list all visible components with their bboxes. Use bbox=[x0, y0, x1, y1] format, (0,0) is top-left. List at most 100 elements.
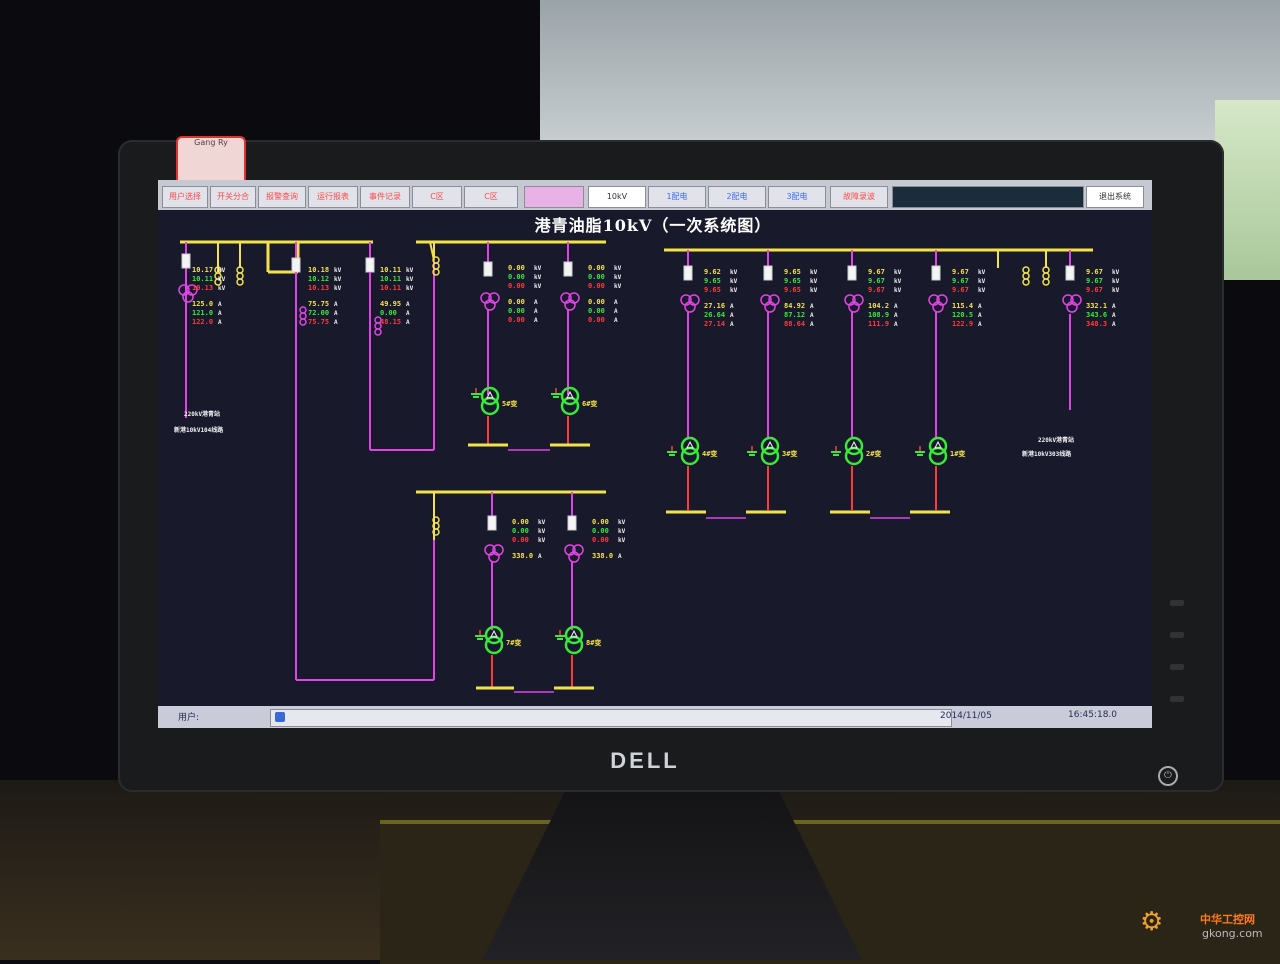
current-value: 0.00 bbox=[508, 316, 525, 324]
voltage-value: 10.11 bbox=[380, 266, 401, 274]
unit-label: kV bbox=[618, 519, 626, 526]
voltage-value: 10.18 bbox=[308, 266, 329, 274]
breaker bbox=[487, 515, 497, 531]
transformer-coil bbox=[564, 635, 584, 655]
menu-button[interactable]: C区 bbox=[464, 186, 518, 208]
transformer-coil bbox=[484, 625, 504, 645]
unit-label: kV bbox=[894, 287, 902, 294]
transformer-symbol bbox=[766, 440, 774, 449]
menu-button[interactable] bbox=[892, 186, 1084, 208]
pt-coil bbox=[1022, 272, 1030, 280]
menu-button[interactable] bbox=[524, 186, 584, 208]
current-value: 348.3 bbox=[1086, 320, 1107, 328]
voltage-value: 10.11 bbox=[192, 275, 213, 283]
current-value: 122.9 bbox=[952, 320, 973, 328]
menu-button[interactable]: 运行报表 bbox=[308, 186, 358, 208]
unit-label: kV bbox=[334, 285, 342, 292]
incoming-label: 新港10kV303线路 bbox=[1022, 450, 1072, 458]
transformer-coil bbox=[844, 436, 864, 456]
voltage-value: 0.00 bbox=[592, 536, 609, 544]
current-value: 49.95 bbox=[380, 300, 401, 308]
voltage-value: 9.67 bbox=[952, 268, 969, 276]
voltage-value: 0.00 bbox=[588, 273, 605, 281]
ct-coil bbox=[764, 301, 776, 313]
unit-label: A bbox=[978, 321, 982, 328]
ct-coil bbox=[299, 318, 307, 326]
unit-label: A bbox=[978, 303, 982, 310]
monitor-button[interactable] bbox=[1170, 600, 1184, 606]
current-value: 48.15 bbox=[380, 318, 401, 326]
unit-label: kV bbox=[334, 276, 342, 283]
current-value: 0.00 bbox=[588, 316, 605, 324]
voltage-value: 0.00 bbox=[588, 264, 605, 272]
menu-button[interactable]: 事件记录 bbox=[360, 186, 410, 208]
current-value: 0.00 bbox=[588, 307, 605, 315]
monitor-button[interactable] bbox=[1170, 632, 1184, 638]
menu-button[interactable]: C区 bbox=[412, 186, 462, 208]
ct-coil bbox=[299, 312, 307, 320]
voltage-value: 9.67 bbox=[868, 286, 885, 294]
unit-label: A bbox=[534, 308, 538, 315]
unit-label: kV bbox=[730, 278, 738, 285]
pt-coil bbox=[432, 268, 440, 276]
breaker bbox=[181, 253, 191, 269]
unit-label: kV bbox=[894, 269, 902, 276]
menu-button[interactable]: 10kV bbox=[588, 186, 646, 208]
unit-label: kV bbox=[218, 276, 226, 283]
voltage-value: 0.00 bbox=[512, 536, 529, 544]
monitor-button[interactable] bbox=[1170, 696, 1184, 702]
transformer-symbol bbox=[490, 629, 498, 638]
menu-button[interactable]: 故障录波 bbox=[830, 186, 888, 208]
unit-label: A bbox=[218, 310, 222, 317]
breaker bbox=[291, 257, 301, 273]
unit-label: kV bbox=[614, 283, 622, 290]
ct-coil bbox=[1066, 301, 1078, 313]
status-time: 16:45:18.0 bbox=[1068, 710, 1118, 720]
unit-label: A bbox=[406, 319, 410, 326]
taskbar[interactable] bbox=[270, 709, 952, 727]
unit-label: A bbox=[614, 308, 618, 315]
breaker bbox=[563, 261, 573, 277]
monitor-button[interactable] bbox=[1170, 664, 1184, 670]
voltage-value: 9.67 bbox=[952, 286, 969, 294]
voltage-value: 9.65 bbox=[704, 286, 721, 294]
menu-button[interactable]: 1配电 bbox=[648, 186, 706, 208]
asset-sticker: Gang Ry bbox=[176, 136, 246, 186]
menu-button[interactable]: 3配电 bbox=[768, 186, 826, 208]
current-value: 332.1 bbox=[1086, 302, 1107, 310]
ct-coil bbox=[568, 551, 580, 563]
menu-button[interactable]: 2配电 bbox=[708, 186, 766, 208]
current-value: 104.2 bbox=[868, 302, 889, 310]
incoming-label: 220kV港青站 bbox=[1038, 436, 1074, 444]
menu-button[interactable]: 报警查询 bbox=[258, 186, 306, 208]
current-value: 338.0 bbox=[512, 552, 533, 560]
menu-button[interactable]: 开关分合 bbox=[210, 186, 256, 208]
power-icon[interactable]: ⏻ bbox=[1158, 766, 1178, 786]
transformer-coil bbox=[680, 436, 700, 456]
menu-button[interactable]: 用户选择 bbox=[162, 186, 208, 208]
unit-label: kV bbox=[534, 265, 542, 272]
breaker bbox=[763, 265, 773, 281]
unit-label: A bbox=[334, 310, 338, 317]
exit-button[interactable]: 退出系统 bbox=[1086, 186, 1144, 208]
unit-label: kV bbox=[218, 285, 226, 292]
breaker bbox=[931, 265, 941, 281]
unit-label: A bbox=[334, 301, 338, 308]
transformer-coil bbox=[928, 446, 948, 466]
transformer-symbol bbox=[934, 440, 942, 449]
unit-label: A bbox=[730, 312, 734, 319]
status-bar: 用户: 2014/11/05 16:45:18.0 bbox=[158, 706, 1152, 728]
current-value: 0.00 bbox=[588, 298, 605, 306]
voltage-value: 10.11 bbox=[380, 284, 401, 292]
app-icon[interactable] bbox=[275, 712, 285, 722]
unit-label: A bbox=[810, 303, 814, 310]
transformer-symbol bbox=[566, 390, 574, 399]
current-value: 87.12 bbox=[784, 311, 805, 319]
voltage-value: 9.67 bbox=[868, 268, 885, 276]
brand-logo: DELL bbox=[610, 748, 680, 773]
unit-label: A bbox=[218, 319, 222, 326]
unit-label: A bbox=[614, 317, 618, 324]
unit-label: kV bbox=[406, 267, 414, 274]
incoming-label: 220kV港青站 bbox=[184, 410, 220, 418]
transformer-coil bbox=[928, 436, 948, 456]
